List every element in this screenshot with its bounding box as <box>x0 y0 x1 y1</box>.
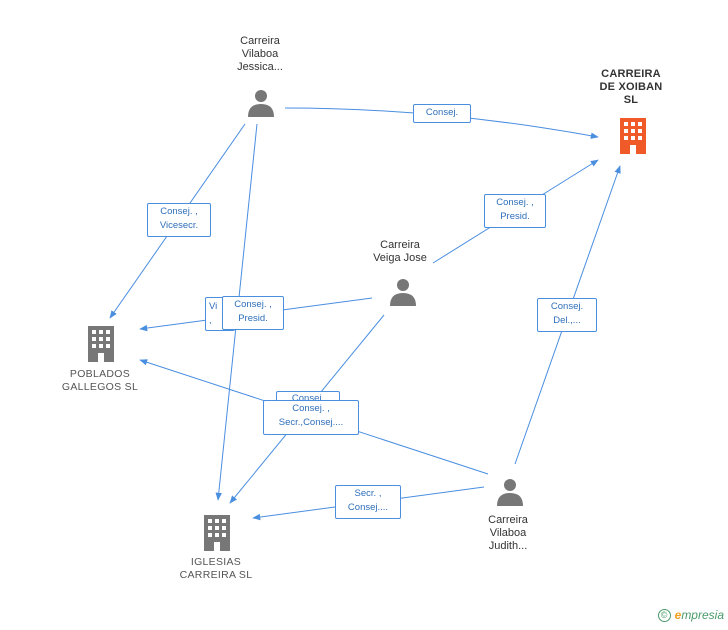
edge-label-line: Secr.,Consej.... <box>278 417 344 428</box>
edge-label-veiga-xoiban[interactable]: Consej. , Presid. <box>484 194 546 228</box>
label-line: Carreira <box>240 35 280 47</box>
label-line: DE XOIBAN <box>599 81 663 93</box>
node-label-xoiban[interactable]: CARREIRA DE XOIBAN SL <box>588 68 674 107</box>
edge-label-line: Consej. <box>291 393 325 404</box>
edge-label-judith-iglesias[interactable]: Secr. , Consej.... <box>335 485 401 519</box>
label-line: IGLESIAS <box>190 556 242 568</box>
building-icon[interactable] <box>85 326 117 362</box>
person-icon[interactable] <box>246 88 276 118</box>
node-label-jessica[interactable]: Carreira Vilaboa Jessica... <box>220 35 300 74</box>
edge-label-line: Del.,... <box>553 315 581 326</box>
edge-label-jessica-xoiban[interactable]: Consej. <box>413 104 471 123</box>
edge-label-line: Consej.... <box>347 502 389 513</box>
edge-label-line: Vicesecr. <box>159 220 199 231</box>
edge-label-jessica-iglesias[interactable]: Consej. , Presid. <box>222 296 284 330</box>
brand-initial: e <box>674 608 682 622</box>
label-line: CARREIRA SL <box>179 569 253 581</box>
person-icon[interactable] <box>388 277 418 307</box>
edge-label-judith-poblados[interactable]: Consej. , Secr.,Consej.... <box>263 400 359 435</box>
node-label-judith[interactable]: Carreira Vilaboa Judith... <box>468 514 548 553</box>
brand-logo: ©empresia <box>657 608 724 622</box>
edge-label-line: Consej. <box>550 301 584 312</box>
label-line: Carreira <box>380 239 420 251</box>
label-line: CARREIRA <box>601 68 661 80</box>
building-icon[interactable] <box>617 118 649 154</box>
edge-label-judith-xoiban[interactable]: Consej. Del.,... <box>537 298 597 332</box>
label-line: GALLEGOS SL <box>61 381 139 393</box>
edge-label-line: Vi <box>209 301 218 312</box>
copyright-icon: © <box>657 609 671 622</box>
node-label-iglesias[interactable]: IGLESIAS CARREIRA SL <box>166 556 266 582</box>
label-line: POBLADOS <box>69 368 131 380</box>
building-icon[interactable] <box>201 515 233 551</box>
label-line: Vilaboa <box>241 48 279 60</box>
node-label-poblados[interactable]: POBLADOS GALLEGOS SL <box>50 368 150 394</box>
edge-label-line: Consej. , <box>160 206 198 217</box>
edge-label-line: Secr. , <box>354 488 382 499</box>
edge-label-line: Consej. , <box>234 299 272 310</box>
person-icon[interactable] <box>495 477 525 507</box>
edge-label-line: Presid. <box>500 211 530 222</box>
edge-label-line: Consej. , <box>496 197 534 208</box>
edge-label-line: Presid. <box>238 313 268 324</box>
brand-name: mpresia <box>681 608 724 622</box>
label-line: Jessica... <box>237 61 283 73</box>
label-line: Judith... <box>488 540 528 552</box>
edge-label-line: Consej. , <box>292 403 330 414</box>
edge-label-jessica-poblados[interactable]: Consej. , Vicesecr. <box>147 203 211 237</box>
edge-label-line: , <box>209 315 212 326</box>
edge-label-line: Consej. <box>425 107 459 118</box>
label-line: SL <box>623 94 639 106</box>
label-line: Veiga Jose <box>373 252 427 264</box>
node-label-veiga[interactable]: Carreira Veiga Jose <box>355 239 445 265</box>
label-line: Carreira <box>488 514 528 526</box>
label-line: Vilaboa <box>489 527 527 539</box>
